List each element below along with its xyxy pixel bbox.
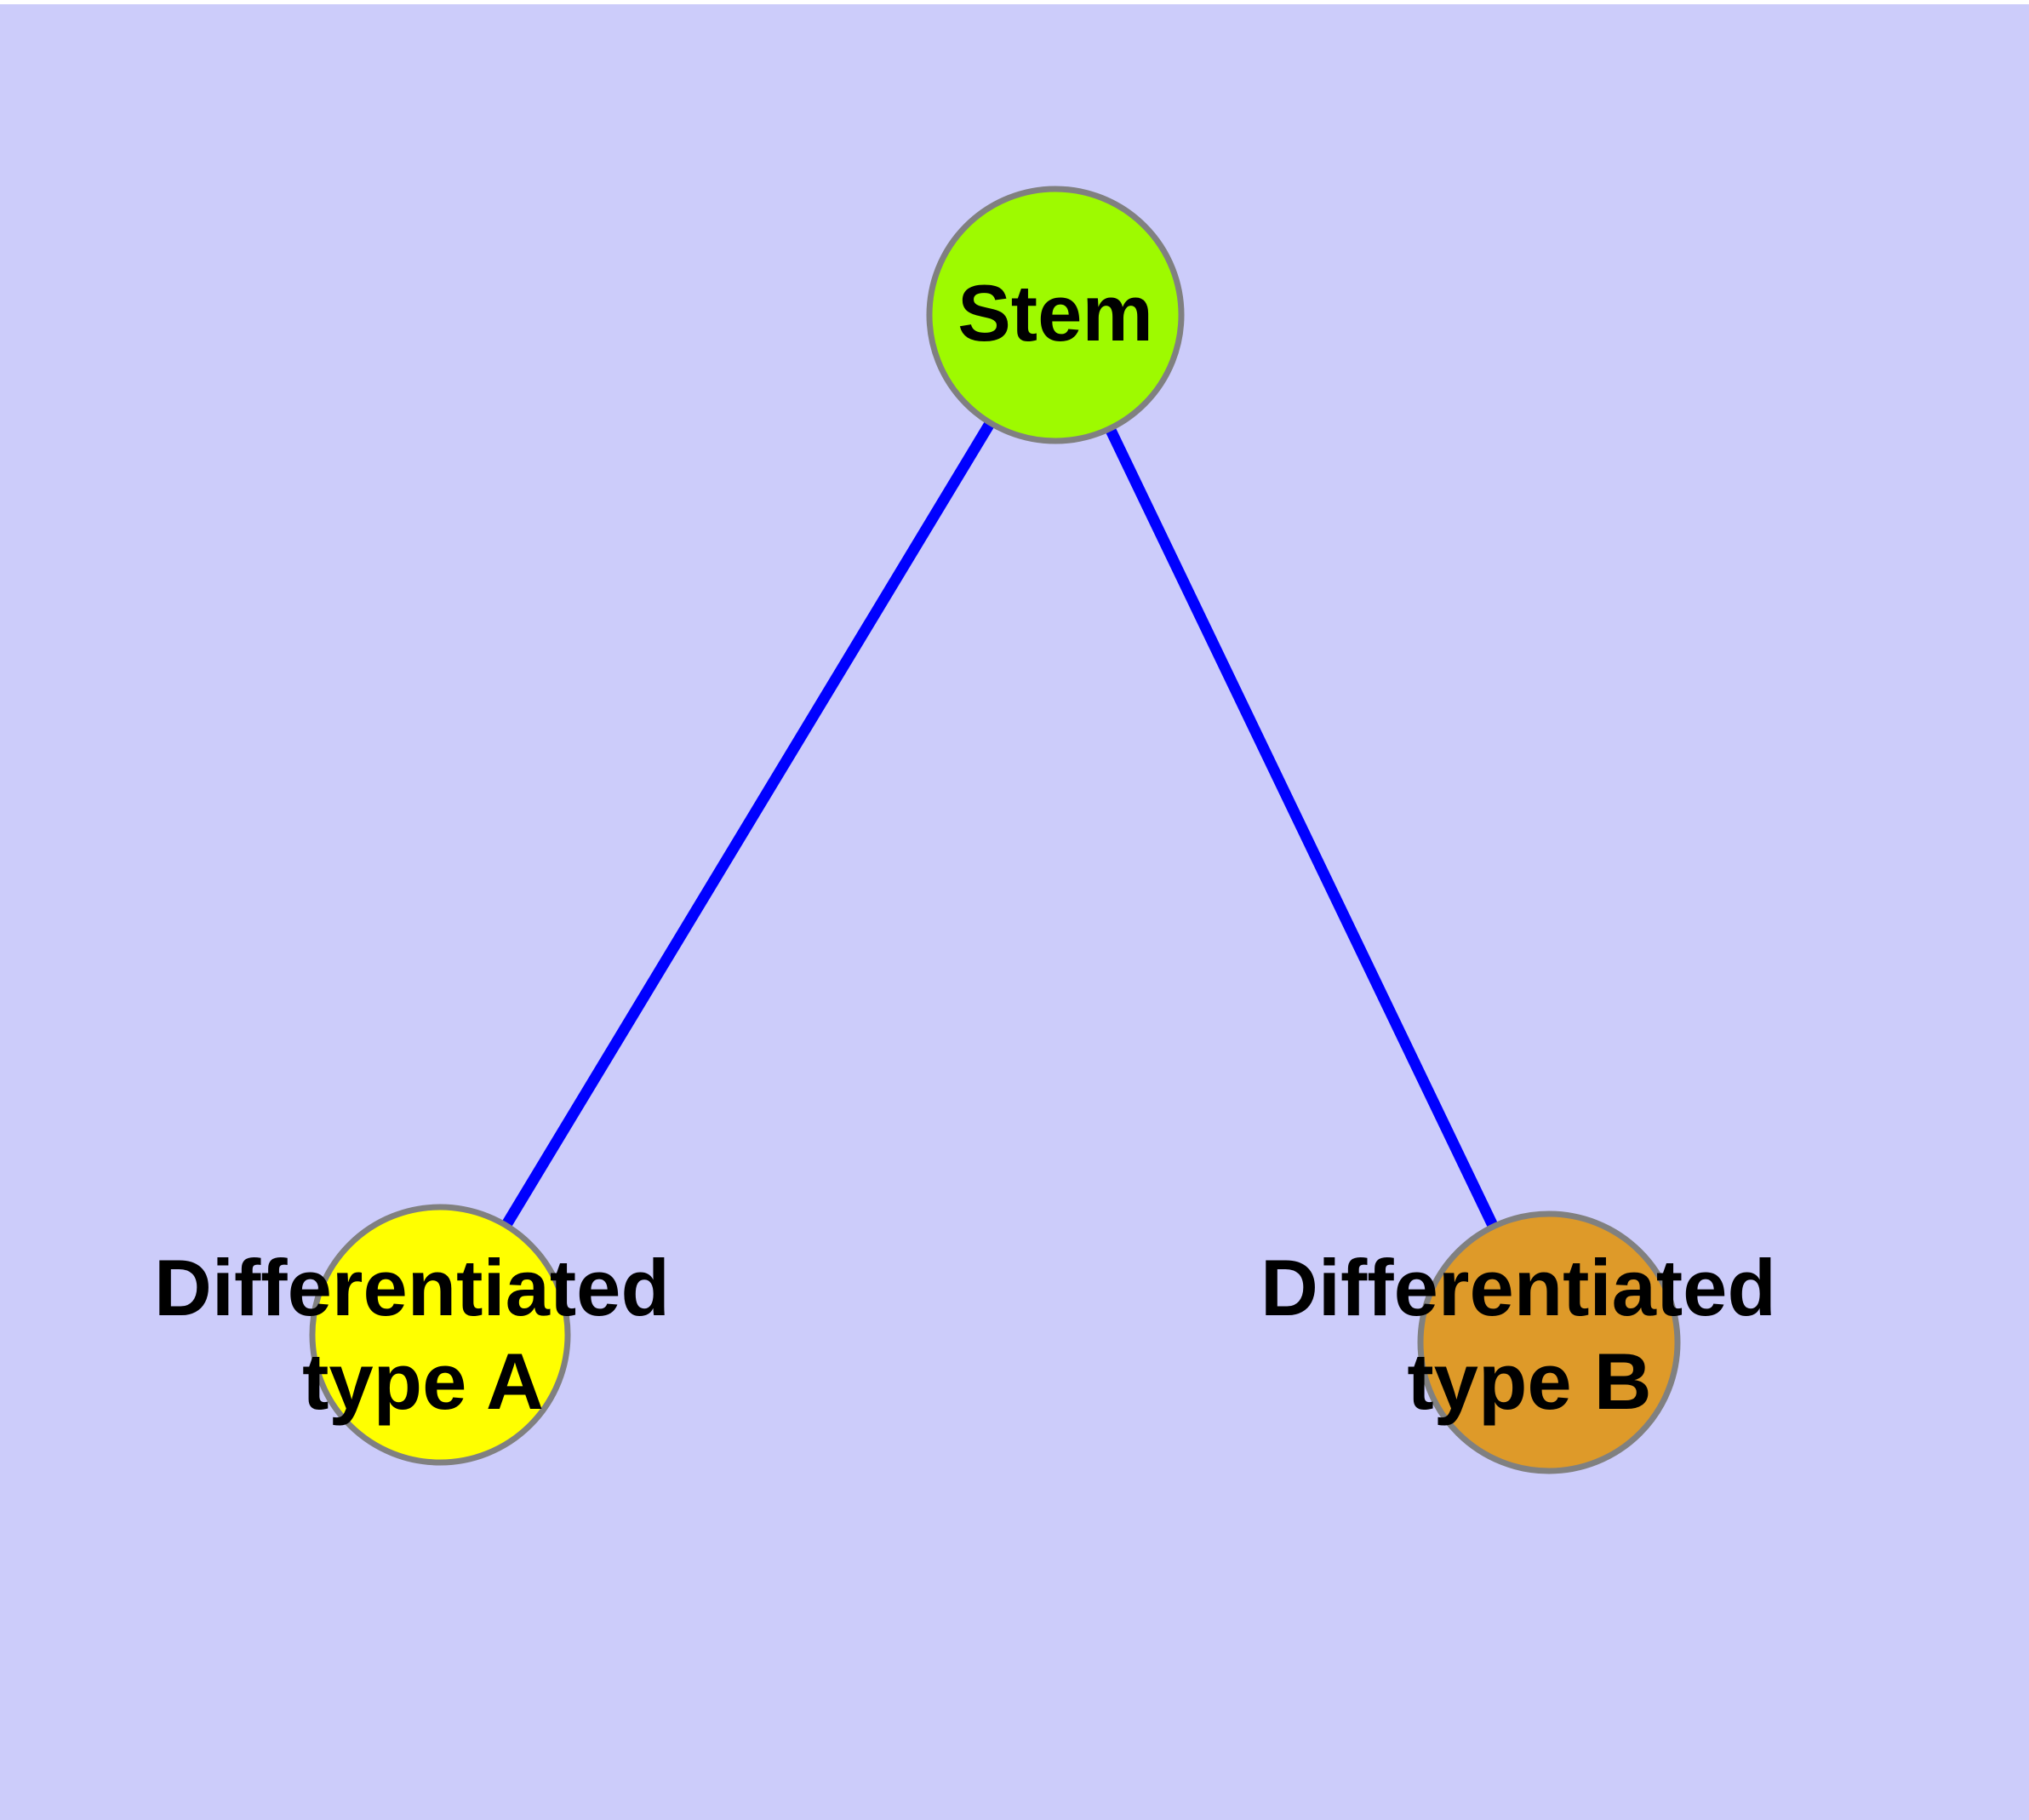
- node-stem-circle[interactable]: [926, 186, 1185, 444]
- node-diff-a[interactable]: [309, 1204, 571, 1466]
- edge-layer: [435, 312, 1554, 1345]
- node-diff-b[interactable]: [1417, 1210, 1681, 1474]
- node-diff-b-label-line-1: Differentiated: [1260, 1243, 1776, 1332]
- node-stem-label: Stem: [957, 268, 1153, 358]
- node-diff-a-label-line-1: Differentiated: [154, 1243, 670, 1332]
- node-stem[interactable]: [926, 186, 1185, 444]
- node-diff-a-circle[interactable]: [309, 1204, 571, 1466]
- node-diff-a-label-line-2: type A: [302, 1336, 544, 1426]
- edge-stem-to-diff-b[interactable]: [1050, 312, 1554, 1345]
- node-diff-b-label-line-2: type B: [1407, 1336, 1651, 1426]
- node-diff-b-circle[interactable]: [1417, 1210, 1681, 1474]
- node-diff-b-label: Differentiated type B: [1260, 1243, 1798, 1426]
- edge-stem-to-diff-a[interactable]: [435, 312, 1060, 1338]
- node-layer: [309, 186, 1681, 1474]
- node-stem-label-line-1: Stem: [957, 268, 1153, 358]
- node-diff-a-label: Differentiated type A: [154, 1243, 692, 1426]
- label-layer: Stem Differentiated type A Differentiate…: [154, 268, 1798, 1426]
